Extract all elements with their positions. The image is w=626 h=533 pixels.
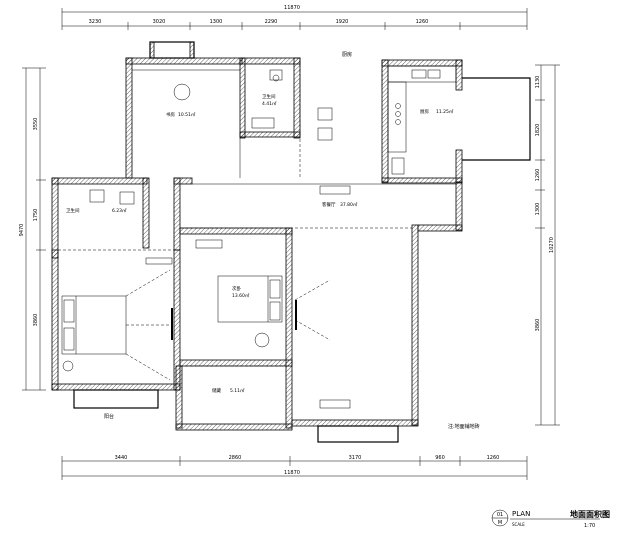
armchair-icon — [317, 107, 333, 121]
top-dim-3: 1300 — [210, 19, 223, 25]
top-dimension-chain: 11870 3230 3020 1300 2290 1920 1260 — [61, 5, 528, 30]
top-dim-6: 1260 — [416, 19, 429, 25]
overall-right-dim: 10270 — [549, 237, 555, 253]
left-dimension-chain: 3550 1750 3860 9470 — [19, 67, 46, 391]
toilet-icon — [89, 189, 105, 203]
title-block: 01 M PLAN SCALE 地面面积图 1:70 — [491, 509, 610, 529]
room-study-name: 书房 — [166, 111, 175, 118]
top-dim-2: 3020 — [153, 19, 166, 25]
kitchen-sink-icon — [411, 69, 427, 79]
symbol-bottom-number: M — [498, 520, 502, 526]
balcony-tag: 阳台 — [104, 413, 114, 420]
right-dim-2: 1820 — [535, 124, 541, 137]
sliding-door — [319, 399, 351, 409]
room-study-area: 10.51㎡ — [178, 111, 196, 118]
symbol-top-number: 01 — [497, 512, 503, 518]
left-dim-2: 1750 — [33, 209, 39, 222]
plant-icon — [62, 360, 74, 372]
sink-icon — [251, 117, 275, 129]
drawing-title: 地面面积图 — [570, 509, 610, 519]
top-dim-5: 1920 — [336, 19, 349, 25]
toilet-icon — [269, 69, 283, 81]
stove-burner-icon — [395, 103, 401, 109]
right-dim-1: 1130 — [535, 76, 541, 89]
left-dim-3: 3860 — [33, 314, 39, 327]
bottom-dim-5: 1260 — [487, 455, 500, 461]
room-bath-top-area: 4.41㎡ — [262, 100, 277, 107]
room-kitchen-area: 11.25㎡ — [436, 108, 454, 115]
bottom-dim-3: 3170 — [349, 455, 362, 461]
bottom-dim-4: 960 — [435, 455, 445, 461]
overall-left-dim: 9470 — [19, 224, 25, 237]
sliding-door — [319, 185, 351, 195]
study-chair-icon — [173, 83, 191, 101]
scale-word: SCALE — [512, 522, 525, 527]
right-dim-5: 3860 — [535, 319, 541, 332]
sliding-door — [145, 257, 173, 265]
sliding-door — [195, 239, 223, 249]
kitchen-tag: 厨房 — [342, 51, 352, 58]
room-labels: 书房 10.51㎡ 卫生间 4.41㎡ 厨房 11.25㎡ 卫生间 6.23㎡ … — [66, 51, 480, 430]
bottom-dim-2: 2860 — [229, 455, 242, 461]
double-bed-icon — [217, 275, 283, 323]
drawing-scale: 1:70 — [584, 523, 595, 529]
double-bed-icon — [61, 295, 127, 355]
overall-top-dim: 11870 — [284, 5, 300, 11]
room-bedroom-name: 次卧 — [232, 285, 241, 292]
room-living-name: 客餐厅 — [322, 201, 336, 208]
right-dim-3: 1260 — [535, 169, 541, 182]
room-storage-name: 储藏 — [212, 387, 221, 394]
fixtures — [61, 65, 457, 409]
room-bath-left-area: 6.23㎡ — [112, 207, 127, 214]
plan-word: PLAN — [512, 510, 530, 518]
interior-lines — [58, 64, 456, 367]
room-living-area: 37.80㎡ — [340, 201, 358, 208]
bottom-dimension-chain: 3440 2860 3170 960 1260 11870 — [61, 455, 528, 480]
room-kitchen-name: 厨房 — [420, 108, 429, 115]
top-dim-1: 3230 — [89, 19, 102, 25]
left-dim-1: 3550 — [33, 118, 39, 131]
right-dimension-chain: 1130 1820 1260 1300 3860 10270 — [535, 64, 560, 426]
chair-icon — [254, 332, 270, 348]
top-dim-4: 2290 — [265, 19, 278, 25]
room-bath-top-name: 卫生间 — [262, 93, 276, 100]
walls — [51, 41, 531, 443]
basin-icon — [119, 191, 135, 205]
bottom-dim-1: 3440 — [115, 455, 128, 461]
armchair-icon — [317, 127, 333, 141]
room-bedroom-area: 13.60㎡ — [232, 292, 250, 299]
room-bath-left-name: 卫生间 — [66, 207, 80, 214]
room-storage-area: 5.11㎡ — [230, 387, 245, 394]
overall-bottom-dim: 11870 — [284, 470, 300, 476]
right-dim-4: 1300 — [535, 203, 541, 216]
fridge-icon — [391, 157, 405, 175]
floor-note: 注:地面铺地砖 — [448, 423, 480, 430]
kitchen-counter — [387, 65, 457, 83]
